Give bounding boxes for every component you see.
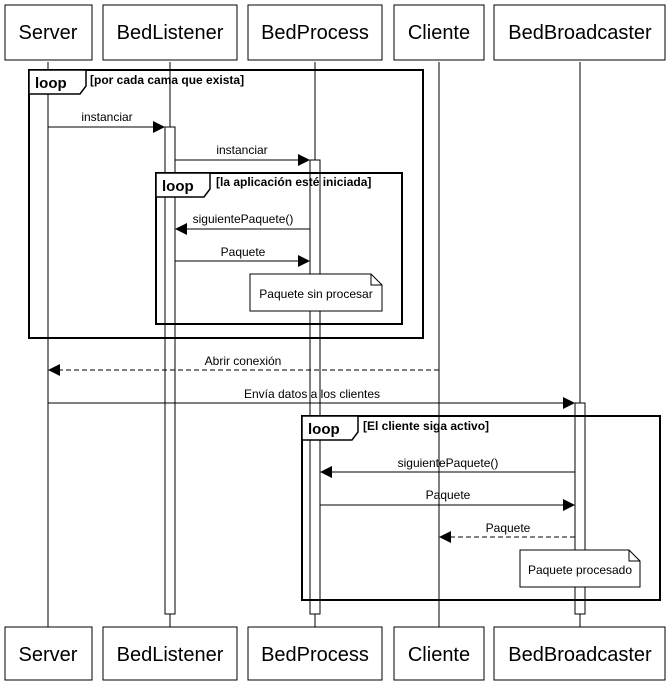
- loop-guard: [la aplicación esté iniciada]: [216, 175, 371, 189]
- loop-frame-broadcast: loop [El cliente siga activo]: [301, 415, 661, 601]
- loop-keyword: loop: [308, 421, 340, 438]
- participant-label: Cliente: [408, 644, 470, 666]
- participant-server: Server: [4, 4, 93, 61]
- loop-keyword: loop: [162, 178, 194, 195]
- participant-server: Server: [4, 626, 93, 681]
- participant-label: BedListener: [117, 644, 224, 666]
- message-label: Envía datos a los clientes: [244, 387, 380, 401]
- participant-label: BedBroadcaster: [508, 22, 652, 44]
- participant-label: BedProcess: [261, 644, 369, 666]
- participant-cliente: Cliente: [393, 626, 485, 681]
- participant-bedprocess: BedProcess: [247, 626, 383, 681]
- participant-label: BedBroadcaster: [508, 644, 652, 666]
- message-label: Paquete: [426, 488, 471, 502]
- message-label: Abrir conexión: [205, 354, 282, 368]
- participant-bedbroadcaster: BedBroadcaster: [493, 4, 666, 61]
- activation-bedprocess: [309, 159, 321, 615]
- note-text: Paquete sin procesar: [259, 287, 372, 301]
- loop-frame-inner: loop [la aplicación esté iniciada]: [155, 172, 403, 325]
- note-unprocessed: Paquete sin procesar: [249, 273, 383, 312]
- participant-label: BedListener: [117, 22, 224, 44]
- participant-bedprocess: BedProcess: [247, 4, 383, 61]
- loop-guard: [por cada cama que exista]: [90, 73, 244, 87]
- message-labels: instanciar instanciar siguientePaquete()…: [81, 110, 530, 535]
- activation-bedbroadcaster: [574, 402, 586, 615]
- loop-guard: [El cliente siga activo]: [363, 419, 489, 433]
- participant-label: Server: [19, 22, 78, 44]
- participant-label: BedProcess: [261, 22, 369, 44]
- note-processed: Paquete procesado: [519, 549, 641, 588]
- message-label: instanciar: [216, 143, 267, 157]
- participant-bedbroadcaster: BedBroadcaster: [493, 626, 666, 681]
- participants-bottom: Server BedListener BedProcess Cliente Be…: [4, 626, 666, 681]
- participants-top: Server BedListener BedProcess Cliente Be…: [4, 4, 666, 61]
- participant-label: Server: [19, 644, 78, 666]
- messages: [48, 121, 575, 543]
- message-label: Paquete: [221, 245, 266, 259]
- message-label: Paquete: [486, 521, 531, 535]
- note-text: Paquete procesado: [528, 563, 632, 577]
- loop-frame-outer: loop [por cada cama que exista]: [28, 69, 424, 339]
- message-label: instanciar: [81, 110, 132, 124]
- message-label: siguientePaquete(): [193, 212, 294, 226]
- participant-cliente: Cliente: [393, 4, 485, 61]
- participant-bedlistener: BedListener: [102, 626, 238, 681]
- loop-keyword: loop: [35, 75, 67, 92]
- message-label: siguientePaquete(): [398, 456, 499, 470]
- participant-bedlistener: BedListener: [102, 4, 238, 61]
- participant-label: Cliente: [408, 22, 470, 44]
